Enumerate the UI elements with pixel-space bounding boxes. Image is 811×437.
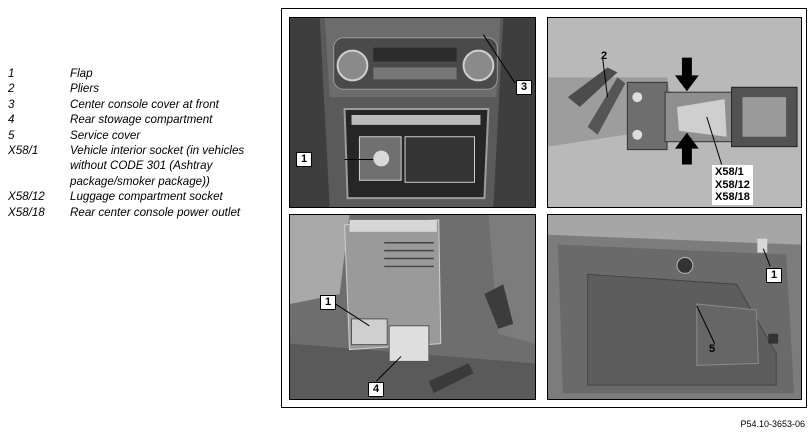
legend-number: 3: [8, 97, 15, 111]
legend-description: Pliers: [70, 82, 99, 96]
legend-item: 3 Center console cover at front: [8, 97, 276, 112]
center-console-illustration: [290, 18, 535, 207]
photo-luggage-compartment: 1 5: [547, 214, 802, 400]
callout-5: 5: [708, 343, 716, 355]
legend-list: 1 Flap 2 Pliers 3 Center console cover a…: [8, 66, 276, 220]
legend-description: Rear center console power outlet: [70, 205, 241, 219]
legend-number: X58/12: [8, 190, 45, 204]
photo-center-console: 1 3: [289, 17, 536, 208]
legend-item: 1 Flap: [8, 66, 276, 81]
legend-item: 2 Pliers: [8, 81, 276, 96]
callout-socket-designations: X58/1 X58/12 X58/18: [712, 165, 753, 205]
callout-2: 2: [600, 50, 608, 62]
callout-1: 1: [766, 268, 782, 283]
figure-reference: P54.10-3653-06: [740, 419, 805, 429]
legend-description: Center console cover at front: [70, 97, 219, 111]
legend-description: Vehicle interior socket (in vehicles wit…: [70, 144, 245, 188]
callout-x58-18: X58/18: [715, 191, 750, 203]
legend-item: X58/12 Luggage compartment socket: [8, 189, 276, 204]
legend-item: 4 Rear stowage compartment: [8, 112, 276, 127]
legend-description: Flap: [70, 67, 93, 80]
legend-number: 2: [8, 82, 15, 96]
legend-number: X58/18: [8, 205, 45, 219]
callout-1: 1: [320, 295, 336, 310]
legend-description: Rear stowage compartment: [70, 113, 213, 127]
photo-rear-stowage: 1 4: [289, 214, 536, 400]
legend-number: X58/1: [8, 144, 39, 158]
legend-item: 5 Service cover: [8, 128, 276, 143]
figure-frame: 1 3 2 X58/1 X58/12 X58/18: [281, 8, 807, 408]
legend-item: X58/1 Vehicle interior socket (in vehicl…: [8, 143, 276, 189]
luggage-compartment-illustration: [548, 215, 801, 399]
legend-number: 5: [8, 128, 15, 142]
callout-4: 4: [368, 382, 384, 397]
callout-x58-12: X58/12: [715, 178, 750, 191]
legend-item: X58/18 Rear center console power outlet: [8, 205, 276, 220]
legend-number: 1: [8, 67, 15, 80]
legend-number: 4: [8, 113, 15, 127]
socket-pliers-illustration: [548, 18, 801, 207]
legend-description: Luggage compartment socket: [70, 190, 223, 204]
callout-3: 3: [516, 80, 532, 95]
legend-description: Service cover: [70, 128, 141, 142]
callout-x58-1: X58/1: [715, 166, 744, 178]
callout-1: 1: [296, 152, 312, 167]
photo-socket-pliers: 2 X58/1 X58/12 X58/18: [547, 17, 802, 208]
